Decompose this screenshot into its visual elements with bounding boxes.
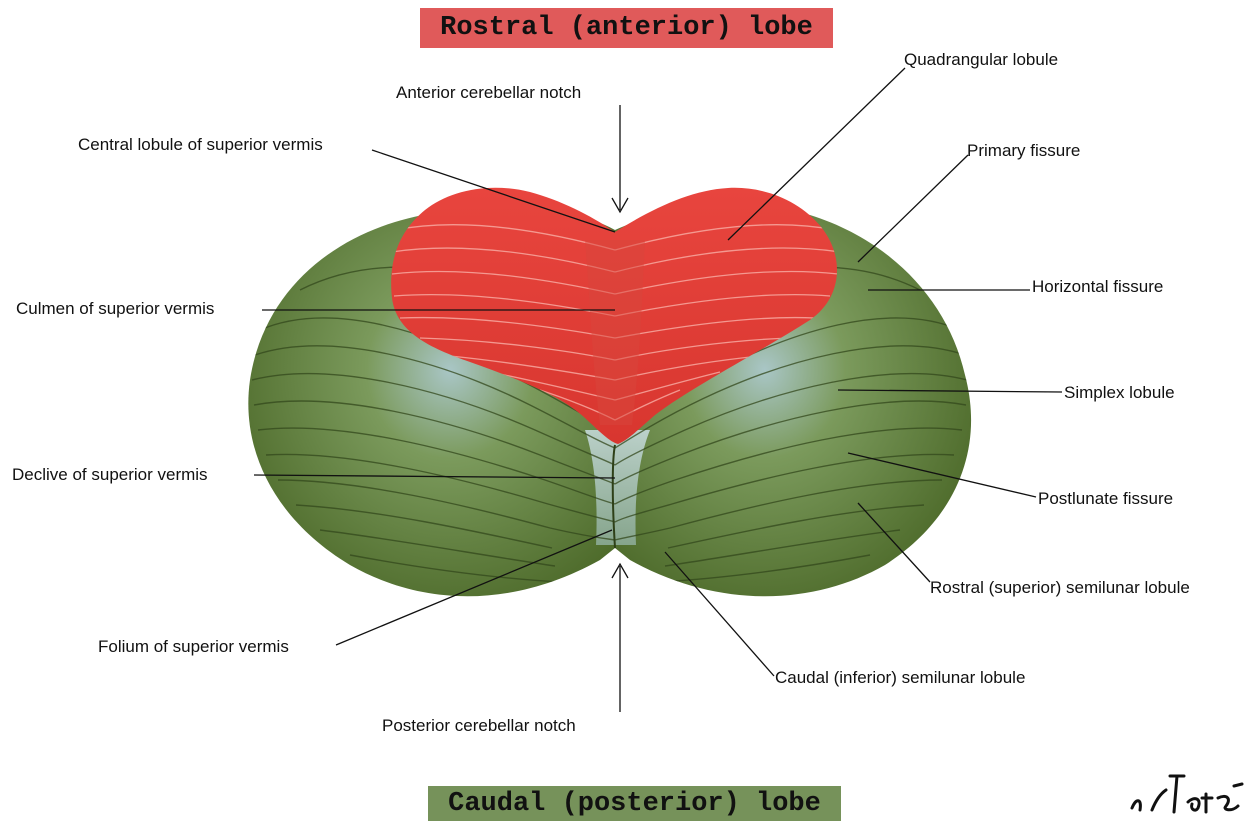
artist-signature: [1122, 768, 1252, 818]
label-horizontal-fissure: Horizontal fissure: [1032, 277, 1163, 297]
label-central-lobule: Central lobule of superior vermis: [78, 135, 323, 155]
leader-primary-fissure: [858, 155, 968, 262]
caudal-lobe-banner: Caudal (posterior) lobe: [428, 786, 841, 821]
label-quadrangular-lobule: Quadrangular lobule: [904, 50, 1058, 70]
label-posterior-cerebellar-notch: Posterior cerebellar notch: [382, 716, 576, 736]
label-caudal-semilunar-lobule: Caudal (inferior) semilunar lobule: [775, 668, 1025, 688]
label-folium: Folium of superior vermis: [98, 637, 289, 657]
label-culmen: Culmen of superior vermis: [16, 299, 214, 319]
label-rostral-semilunar-lobule: Rostral (superior) semilunar lobule: [930, 578, 1190, 598]
leader-quadrangular: [728, 68, 905, 240]
label-anterior-cerebellar-notch: Anterior cerebellar notch: [396, 83, 581, 103]
label-declive: Declive of superior vermis: [12, 465, 208, 485]
label-simplex-lobule: Simplex lobule: [1064, 383, 1175, 403]
rostral-lobe-banner: Rostral (anterior) lobe: [420, 8, 833, 48]
label-primary-fissure: Primary fissure: [967, 141, 1080, 161]
label-postlunate-fissure: Postlunate fissure: [1038, 489, 1173, 509]
